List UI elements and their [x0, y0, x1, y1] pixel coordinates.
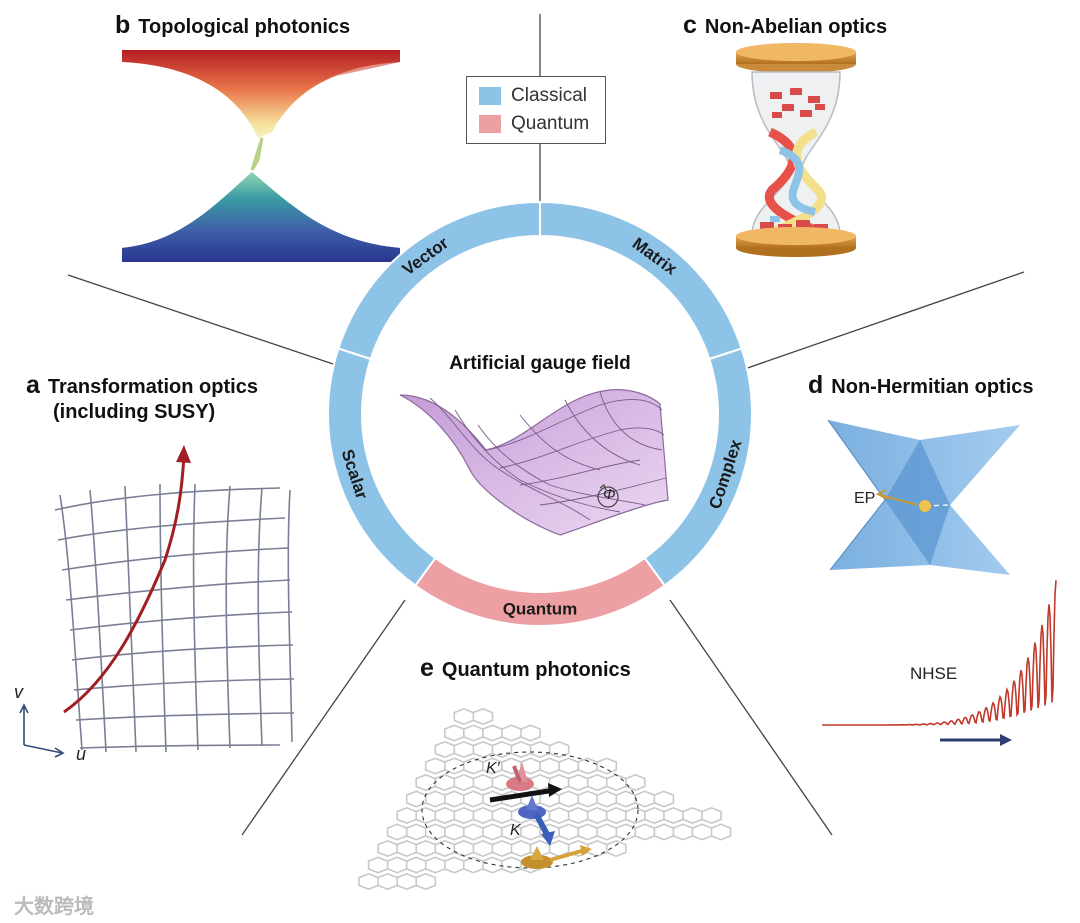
ring-label-quantum: Quantum	[503, 600, 578, 619]
topological-band-surface	[122, 50, 400, 262]
hourglass-illustration	[736, 43, 856, 257]
honeycomb-lattice	[358, 707, 732, 891]
divider-lines	[67, 14, 1025, 836]
legend-swatch-quantum	[479, 115, 501, 133]
axis-u-label: u	[76, 744, 87, 764]
ring-segment-matrix	[539, 200, 743, 361]
legend-item-classical: Classical	[479, 85, 587, 107]
k-label: K	[510, 822, 521, 839]
phi-symbol: Φ	[603, 486, 616, 503]
legend: Classical Quantum	[466, 76, 606, 144]
uv-axes	[19, 703, 65, 758]
ep-label: EP	[854, 490, 876, 507]
ray-trajectory	[63, 445, 191, 714]
legend-item-quantum: Quantum	[479, 113, 589, 135]
nhse-label: NHSE	[910, 664, 958, 683]
watermark: 大数跨境	[14, 896, 94, 918]
panel-a-subtitle: (including SUSY)	[53, 401, 216, 423]
ring-segment-vector	[337, 200, 541, 361]
gauge-field-surface	[399, 389, 669, 536]
center-title: Artificial gauge field	[449, 353, 631, 374]
axis-v-label: v	[14, 682, 23, 702]
nhse-signal	[822, 580, 1057, 746]
ring-segment-scalar	[327, 347, 437, 587]
k-prime-label: K′	[486, 760, 500, 777]
exceptional-point-surface	[827, 419, 1020, 575]
legend-swatch-classical	[479, 87, 501, 105]
